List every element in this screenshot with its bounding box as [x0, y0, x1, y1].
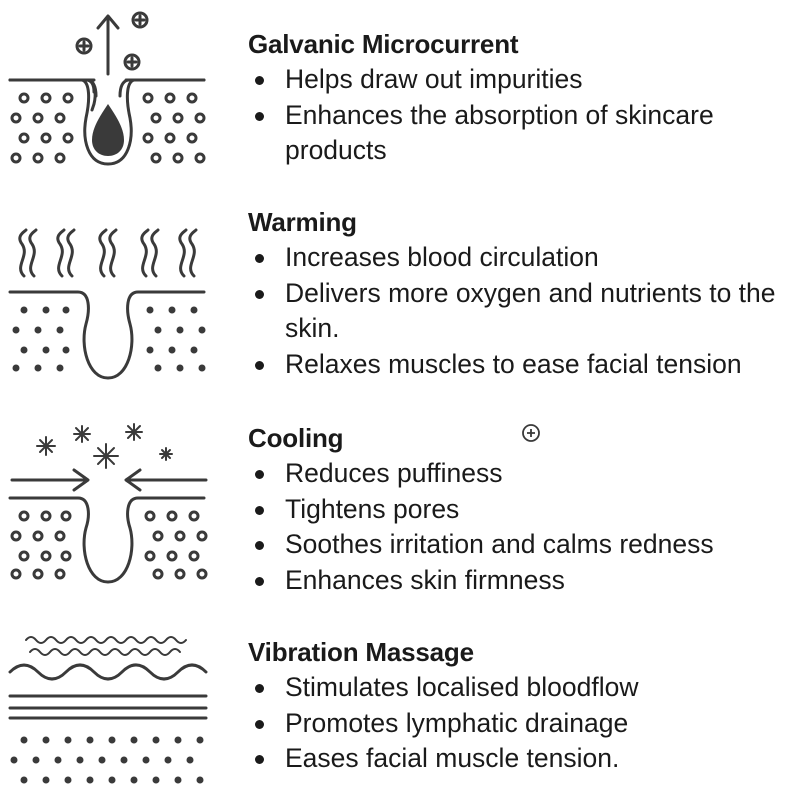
section-title: Galvanic Microcurrent	[248, 29, 519, 59]
bullet-item: Relaxes muscles to ease facial tension	[248, 347, 800, 383]
plus-circle-icon	[522, 424, 540, 442]
galvanic-microcurrent-icon	[8, 11, 206, 166]
bullet-list: Helps draw out impurities Enhances the a…	[248, 62, 800, 169]
bullet-item: Reduces puffiness	[248, 456, 800, 492]
bullet-item: Stimulates localised bloodflow	[248, 670, 800, 706]
bullet-list: Stimulates localised bloodflow Promotes …	[248, 670, 800, 777]
bullet-item: Eases facial muscle tension.	[248, 741, 800, 777]
cooling-icon	[8, 423, 208, 584]
bullet-item: Tightens pores	[248, 492, 800, 528]
section-title: Vibration Massage	[248, 637, 474, 667]
bullet-list: Increases blood circulation Delivers mor…	[248, 240, 800, 382]
bullet-list: Reduces puffiness Tightens pores Soothes…	[248, 456, 800, 598]
bullet-item: Delivers more oxygen and nutrients to th…	[248, 276, 795, 347]
bullet-item: Helps draw out impurities	[248, 62, 800, 98]
section-warming: Warming Increases blood circulation Deli…	[0, 200, 800, 400]
section-vibration-massage: Vibration Massage Stimulates localised b…	[0, 600, 800, 800]
bullet-item: Enhances skin firmness	[248, 563, 800, 599]
bullet-item: Promotes lymphatic drainage	[248, 706, 800, 742]
bullet-item: Soothes irritation and calms redness	[248, 527, 800, 563]
warming-icon	[8, 228, 206, 380]
section-galvanic-microcurrent: Galvanic Microcurrent Helps draw out imp…	[0, 0, 800, 200]
section-title: Warming	[248, 207, 357, 237]
section-title: Cooling	[248, 423, 344, 453]
section-cooling: Cooling Reduces puffiness Tightens pores…	[0, 400, 800, 600]
bullet-item: Enhances the absorption of skincare prod…	[248, 98, 800, 169]
bullet-item: Increases blood circulation	[248, 240, 800, 276]
vibration-massage-icon	[8, 636, 208, 784]
